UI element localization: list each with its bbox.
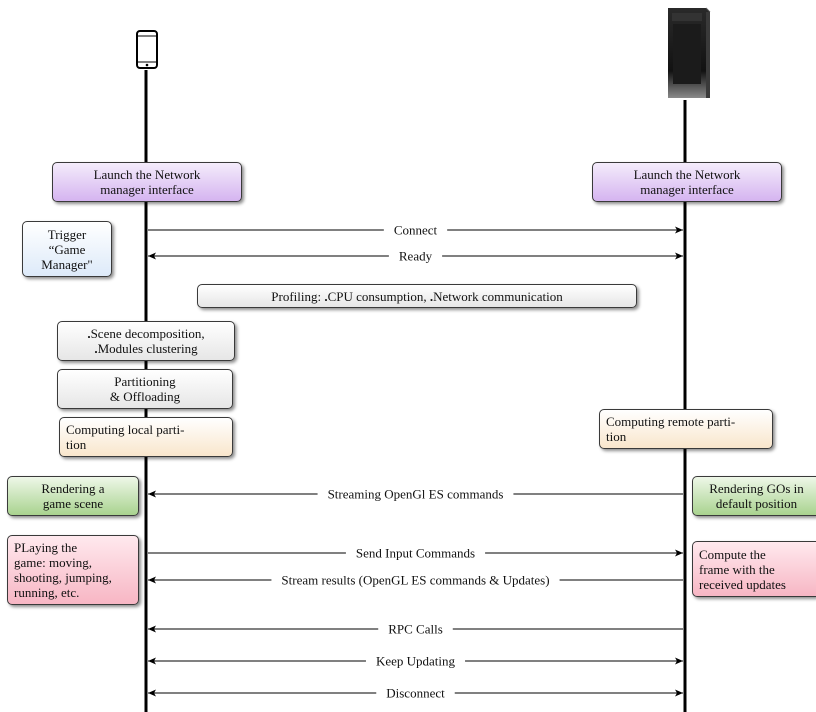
scene-decomposition-box: .Scene decomposition, .Modules clusterin… (57, 321, 235, 361)
box-line: default position (715, 496, 798, 511)
message-label: Keep Updating (376, 654, 456, 669)
box-line: Partitioning (114, 374, 176, 389)
smartphone-icon (136, 30, 158, 69)
box-line: Computing remote parti- (606, 414, 736, 429)
decomp-text-1: Scene decomposition, (90, 326, 205, 341)
message-label: Send Input Commands (356, 546, 475, 561)
box-line: Rendering a (41, 481, 105, 496)
arrowhead (148, 576, 156, 584)
message-label: Disconnect (386, 686, 445, 701)
trigger-game-manager-box: Trigger “Game Manager" (22, 221, 112, 277)
box-line: Rendering GOs in (709, 481, 804, 496)
box-line: Computing local parti- (66, 422, 185, 437)
box-line: frame with the (699, 561, 775, 577)
profiling-box: Profiling: .CPU consumption, .Network co… (197, 284, 637, 308)
message-label: Streaming OpenGl ES commands (328, 487, 504, 502)
profiling-network: Network communication (433, 288, 563, 304)
profiling-cpu: CPU consumption, (327, 288, 430, 304)
box-line: manager interface (640, 182, 734, 197)
arrowhead (148, 490, 156, 498)
box-line: tion (66, 437, 87, 452)
rendering-game-scene-box: Rendering a game scene (7, 476, 139, 516)
arrowhead (675, 252, 683, 260)
message-label: RPC Calls (388, 622, 443, 637)
server-tower-icon (668, 7, 711, 98)
box-line: received updates (699, 576, 786, 592)
profiling-prefix: Profiling: (271, 288, 325, 304)
box-line: running, etc. (14, 585, 80, 600)
bullet-icon: . (87, 326, 91, 341)
box-line: manager interface (100, 182, 194, 197)
box-line: “Game (48, 241, 86, 257)
arrowhead (675, 549, 683, 557)
arrowhead (148, 625, 156, 633)
computing-local-partition-box: Computing local parti- tion (59, 417, 233, 457)
bullet-icon: . (429, 288, 434, 304)
bullet-icon: . (324, 288, 328, 304)
box-line: Compute the (699, 546, 766, 562)
message-label: Ready (399, 249, 433, 264)
box-line: Manager" (41, 256, 93, 272)
bullet-icon: . (94, 341, 98, 356)
compute-frame-box: Compute the frame with the received upda… (692, 541, 816, 597)
arrowhead (148, 689, 156, 697)
arrowhead (675, 689, 683, 697)
box-line: PLaying the (14, 540, 78, 555)
box-line: game: moving, (14, 555, 92, 570)
decomp-text-2: Modules clustering (97, 341, 198, 356)
message-label: Stream results (OpenGL ES commands & Upd… (281, 573, 549, 588)
decomp-line-2: .Modules clustering (64, 341, 228, 356)
box-line: shooting, jumping, (14, 570, 112, 585)
partitioning-offloading-box: Partitioning & Offloading (57, 369, 233, 409)
arrowhead (148, 657, 156, 665)
box-line: Launch the Network (633, 167, 741, 182)
decomp-line-1: .Scene decomposition, (64, 326, 228, 341)
launch-network-manager-client-box: Launch the Network manager interface (52, 162, 242, 202)
box-line: game scene (42, 496, 104, 511)
message-label: Connect (394, 223, 438, 238)
profiling-line: Profiling: .CPU consumption, .Network co… (204, 289, 630, 304)
arrowhead (675, 226, 683, 234)
playing-game-box: PLaying the game: moving, shooting, jump… (7, 535, 139, 605)
rendering-gos-box: Rendering GOs in default position (692, 476, 816, 516)
arrowhead (148, 252, 156, 260)
computing-remote-partition-box: Computing remote parti- tion (599, 409, 773, 449)
box-line: Launch the Network (93, 167, 201, 182)
arrowhead (675, 657, 683, 665)
box-line: Trigger (47, 226, 87, 242)
box-line: tion (606, 429, 627, 444)
launch-network-manager-server-box: Launch the Network manager interface (592, 162, 782, 202)
box-line: & Offloading (109, 389, 181, 404)
